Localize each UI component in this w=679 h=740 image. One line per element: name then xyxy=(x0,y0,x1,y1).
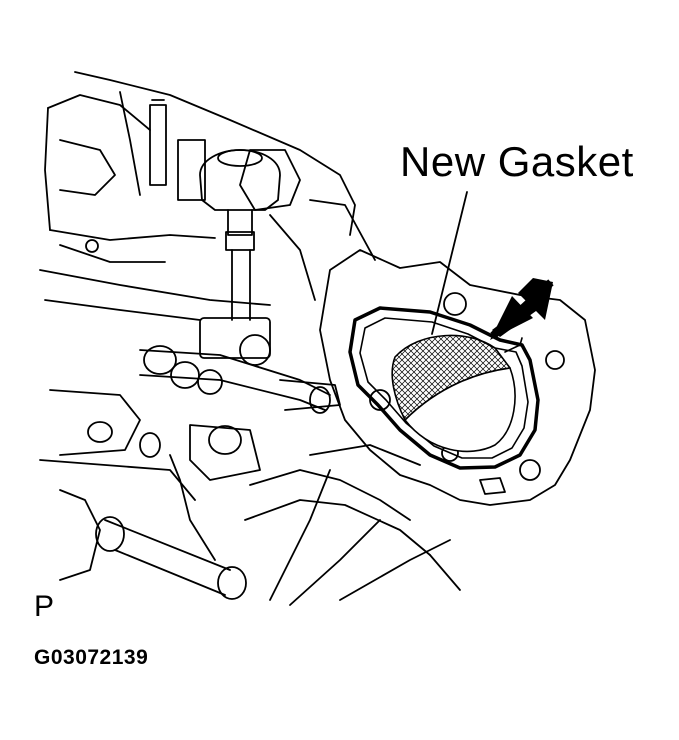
view-code-label: P xyxy=(34,590,55,623)
valve-cap xyxy=(200,150,280,320)
figure-id: G03072139 xyxy=(34,646,149,669)
lower-tube xyxy=(60,445,460,605)
throttle-body-flange xyxy=(320,250,595,505)
gasket-inner-edge xyxy=(360,318,528,458)
throttle-bore xyxy=(392,335,515,451)
arrow-pointing-icon xyxy=(490,278,553,340)
callout-label: New Gasket xyxy=(400,138,634,185)
new-gasket xyxy=(350,308,538,468)
callout-leader-line xyxy=(432,192,467,334)
pipe-assembly xyxy=(40,270,340,560)
upper-manifold xyxy=(45,72,375,300)
